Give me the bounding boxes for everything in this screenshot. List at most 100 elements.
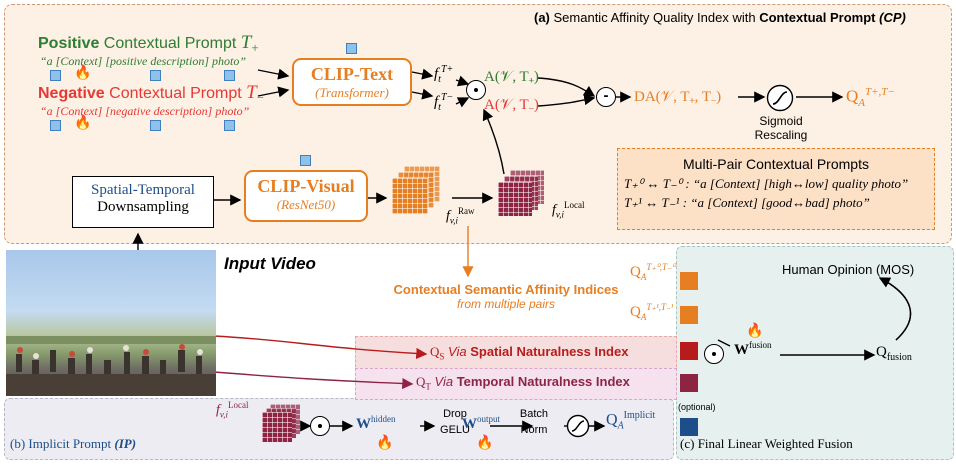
panel-b-title: (b) Implicit Prompt (IP): [10, 436, 136, 452]
panel-c-prefix: (c): [680, 436, 695, 451]
temporal-q: Q: [416, 374, 426, 389]
text-feature-negative: ftT−: [434, 92, 453, 113]
local-feature-label: fv,iLocal: [552, 200, 584, 219]
w-hidden: Whidden: [356, 414, 396, 433]
w-fusion-sup: fusion: [749, 340, 772, 350]
q-sup: T+,T−: [865, 86, 895, 98]
q-index-pair-1: QAT₊¹,T₋¹: [630, 302, 674, 322]
swatch-temporal: [680, 374, 698, 392]
implicit-sigmoid-icon: [566, 414, 590, 438]
panel-c-title-text: Final Linear Weighted Fusion: [694, 436, 853, 451]
q0-base: Q: [630, 264, 641, 280]
spatial-q-sub: S: [439, 351, 445, 362]
batch-label: Batch: [519, 408, 549, 420]
frozen-cube-icon: [224, 70, 235, 81]
csai-line2: from multiple pairs: [456, 297, 556, 311]
panel-c-title: (c) Final Linear Weighted Fusion: [680, 436, 853, 452]
panel-a-title-abbr: (CP): [879, 10, 906, 25]
clip-text-subtitle: (Transformer): [315, 85, 389, 100]
swatch-cp-pair-1: [680, 306, 698, 324]
feature-base: f: [434, 66, 439, 82]
q-sub: A: [858, 97, 866, 110]
flame-icon: 🔥: [476, 434, 494, 450]
negative-rest: Contextual Prompt: [104, 85, 247, 102]
negative-prompt-example: “a [Context] [negative description] phot…: [40, 104, 250, 118]
implicit-q-base: Q: [606, 411, 618, 429]
local-base: f: [552, 202, 556, 218]
csai-label: Contextual Semantic Affinity Indices fro…: [356, 282, 656, 311]
spatial-index-name: Spatial Naturalness Index: [470, 344, 629, 359]
positive-prompt-label: Positive Contextual Prompt T+: [38, 32, 259, 56]
q-base: Q: [846, 86, 859, 106]
temporal-index-name: Temporal Naturalness Index: [456, 374, 630, 389]
swatch-spatial: [680, 342, 698, 360]
pair1-symbols: T₊¹ ↔ T₋¹ :: [624, 195, 688, 210]
local-sup: Local: [563, 200, 585, 210]
w-fusion-base: W: [734, 342, 749, 358]
affinity-dot-operator: [466, 80, 486, 100]
swatch-cp-pair-0: [680, 272, 698, 290]
raw-feature-label: fv,iRaw: [446, 206, 474, 225]
swatch-implicit: [680, 418, 698, 436]
raw-sub: v,i: [449, 215, 458, 226]
frozen-cube-icon: [346, 43, 357, 54]
sigmoid-line1: Sigmoid: [759, 114, 803, 128]
differential-affinity: DA(𝒱, T₊, T₋): [634, 89, 722, 105]
w-hidden-base: W: [356, 416, 371, 432]
flame-icon: 🔥: [74, 114, 92, 130]
clip-visual-box: CLIP-Visual (ResNet50): [244, 170, 368, 222]
downsampling-line2: Downsampling: [97, 199, 189, 215]
drop-gelu-label: Drop GELU: [420, 408, 490, 436]
implicit-feature-layer: [262, 412, 292, 442]
w-fusion: Wfusion: [734, 340, 772, 359]
q-fusion-base: Q: [876, 344, 887, 360]
fusion-dot-operator: [704, 344, 724, 364]
multi-pair-prompts-box: Multi-Pair Contextual Prompts T₊⁰ ↔ T₋⁰ …: [617, 148, 935, 230]
optional-label: (optional): [678, 402, 716, 412]
panel-b-title-text: Implicit Prompt: [25, 436, 115, 451]
positive-rest: Contextual Prompt: [99, 35, 241, 52]
sigmoid-label: Sigmoid Rescaling: [744, 114, 818, 142]
human-opinion-label: Human Opinion (MOS): [782, 262, 914, 277]
panel-b-prefix: (b): [10, 436, 26, 451]
panel-a-title-bold: Contextual Prompt: [759, 10, 876, 25]
frozen-cube-icon: [150, 70, 161, 81]
q1-sup: T₊¹,T₋¹: [646, 302, 674, 312]
spatial-via: Via: [448, 344, 467, 359]
feature-sup: T−: [440, 92, 454, 103]
spatial-index-stripe: [355, 336, 677, 372]
csai-line1: Contextual Semantic Affinity Indices: [393, 282, 619, 297]
q0-sub: A: [640, 272, 647, 282]
panel-b-abbr: (IP): [114, 436, 137, 451]
negative-symbol: T: [246, 82, 257, 103]
video-crowd-illustration: [6, 336, 216, 396]
panel-a-title: (a) Semantic Affinity Quality Index with…: [534, 10, 906, 25]
negative-word: Negative: [38, 85, 105, 102]
local-feature-layer: [498, 182, 532, 216]
spatial-q: Q: [430, 344, 440, 359]
flame-icon: 🔥: [746, 322, 764, 338]
implicit-f-base: f: [216, 402, 220, 418]
clip-text-title: CLIP-Text: [310, 64, 394, 84]
implicit-f-sup: Local: [227, 400, 249, 410]
w-output-base: W: [462, 416, 477, 432]
frozen-cube-icon: [50, 70, 61, 81]
positive-symbol-sub: +: [251, 40, 259, 56]
q1-sub: A: [640, 312, 647, 322]
frozen-cube-icon: [224, 120, 235, 131]
norm-label: Norm: [520, 424, 548, 436]
panel-a-prefix: (a): [534, 10, 550, 25]
implicit-q-sub: A: [617, 420, 624, 432]
affinity-positive: A(𝒱, T₊): [484, 69, 539, 85]
feature-sub: t: [438, 74, 441, 85]
q0-sup: T₊⁰,T₋⁰: [646, 262, 676, 272]
positive-prompt-example: “a [Context] [positive description] phot…: [40, 54, 247, 68]
frozen-cube-icon: [150, 120, 161, 131]
implicit-quality-index: QAImplicit: [606, 410, 655, 432]
w-output-sup: output: [477, 414, 501, 424]
negative-symbol-sub: −: [256, 90, 265, 106]
w-hidden-sup: hidden: [371, 414, 396, 424]
minus-operator: -: [596, 87, 616, 107]
multi-pair-title: Multi-Pair Contextual Prompts: [683, 156, 869, 172]
